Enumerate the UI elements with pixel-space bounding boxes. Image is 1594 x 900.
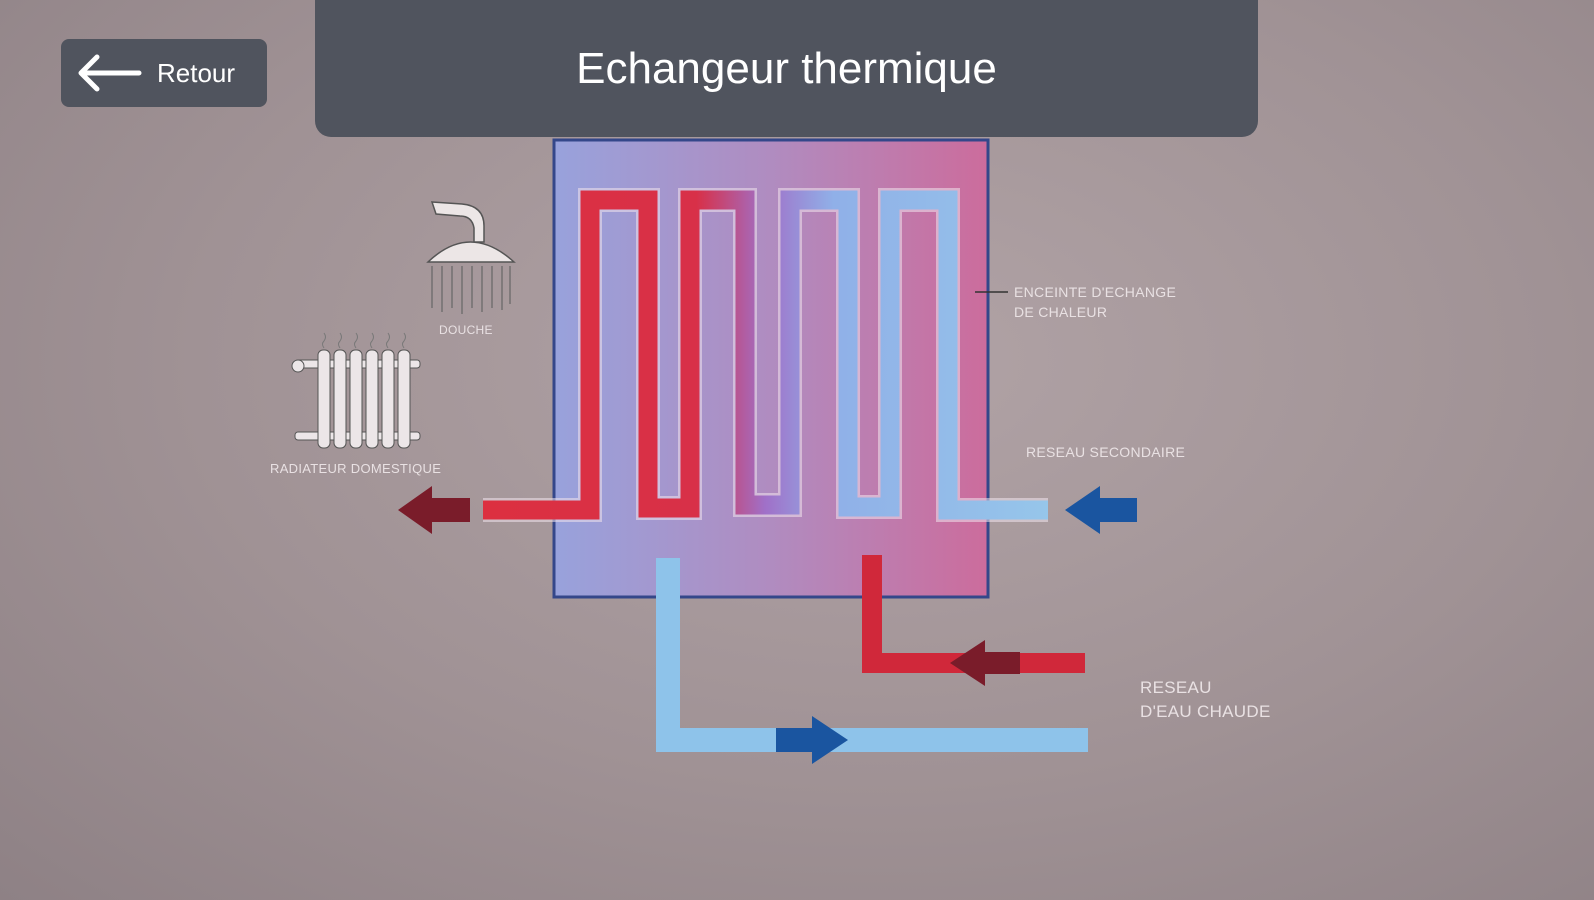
arrow-left-secondary-in-icon [1065, 486, 1137, 534]
radiator-icon [291, 332, 421, 449]
radiator-label: RADIATEUR DOMESTIQUE [270, 461, 442, 476]
back-button[interactable]: Retour [61, 39, 267, 107]
enclosure-label-line2: DE CHALEUR [1014, 304, 1108, 320]
secondary-network-label: RESEAU SECONDAIRE [1026, 444, 1186, 460]
back-button-label: Retour [157, 57, 236, 88]
page-title-bar: Echangeur thermique [315, 0, 1258, 137]
hot-water-network-label: RESEAU D'EAU CHAUDE [1140, 676, 1271, 724]
enclosure-label-line1: ENCEINTE D'ECHANGE [1014, 284, 1177, 300]
arrow-right-cold-return-icon [776, 716, 848, 764]
arrow-left-hot-out-icon [398, 486, 470, 534]
hot-water-label-line2: D'EAU CHAUDE [1140, 702, 1271, 721]
arrow-left-icon [78, 54, 142, 92]
hot-water-label-line1: RESEAU [1140, 678, 1212, 697]
enclosure-label: ENCEINTE D'ECHANGE DE CHALEUR [1014, 282, 1176, 322]
page-title: Echangeur thermique [576, 43, 997, 93]
hot-water-return-pipe [656, 558, 1088, 752]
arrow-left-hot-supply-icon [950, 640, 1020, 686]
shower-label: DOUCHE [439, 323, 493, 337]
exchange-enclosure [552, 138, 990, 599]
shower-icon [426, 201, 516, 314]
secondary-circuit-pipe-core [483, 190, 1048, 520]
